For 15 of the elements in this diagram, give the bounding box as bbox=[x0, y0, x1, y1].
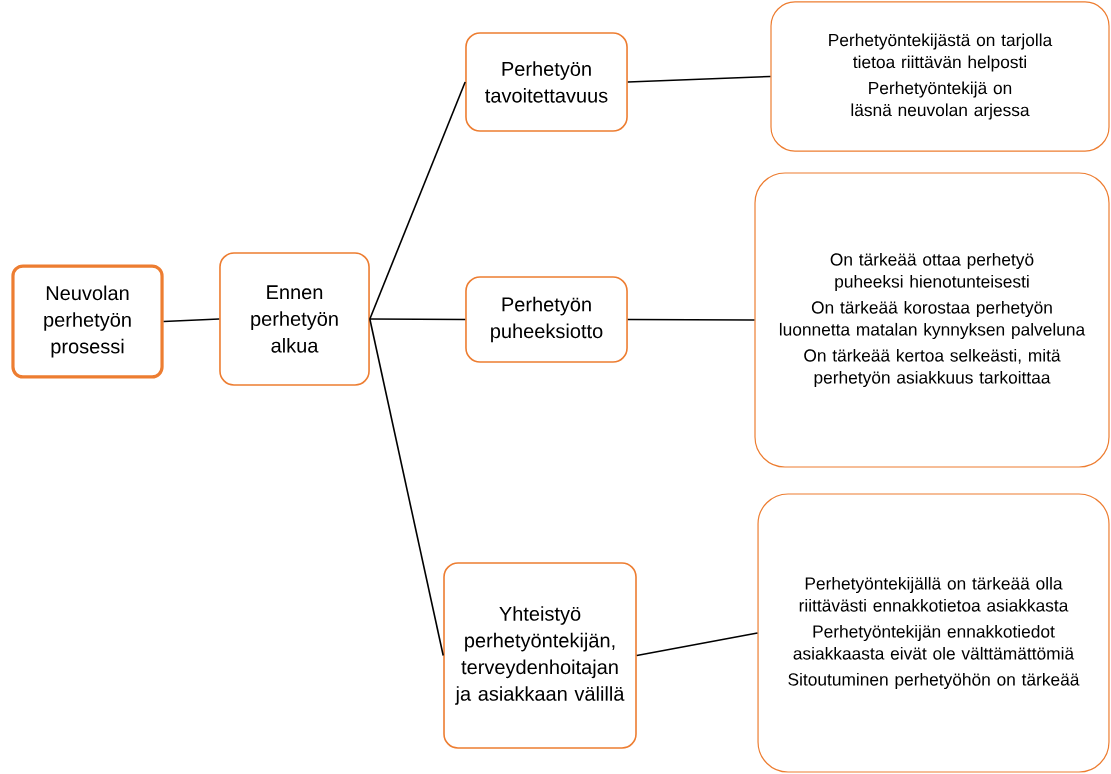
connector-line bbox=[627, 75, 772, 83]
text-box: Perhetyöntekijästä on tarjolla tietoa riittävän helposti Perhetyöntekijä on läsnä neuvolan arjessa bbox=[770, 1, 1110, 152]
connector-line bbox=[636, 632, 759, 657]
process-box: Yhteistyö perhetyöntekijän, terveydenhoitajan ja asiakkaan välillä bbox=[443, 562, 637, 749]
text-box: Perhetyöntekijällä on tärkeää olla riittävästi ennakkotietoa asiakkasta Perhetyöntekijän ennakkotiedot asiakkaasta eivät ole välttämättömiä Sitoutuminen perhetyöhön on tärkeää bbox=[757, 493, 1110, 773]
process-box: Neuvolan perhetyön prosessi bbox=[11, 264, 164, 379]
connector-line bbox=[162, 318, 220, 323]
text-box: On tärkeää ottaa perhetyö puheeksi hienotunteisesti On tärkeää korostaa perhetyön luonnetta matalan kynnyksen palveluna On tärkeää kertoa selkeästi, mitä perhetyön asiakkuus tarkoittaa bbox=[754, 172, 1110, 468]
connector-line bbox=[369, 81, 466, 320]
process-box: Perhetyön tavoitettavuus bbox=[465, 32, 628, 132]
process-box: Perhetyön puheeksiotto bbox=[465, 276, 628, 363]
process-box: Ennen perhetyön alkua bbox=[219, 252, 370, 386]
connector-line bbox=[627, 318, 756, 321]
connector-line bbox=[369, 318, 444, 657]
connector-line bbox=[369, 318, 466, 321]
